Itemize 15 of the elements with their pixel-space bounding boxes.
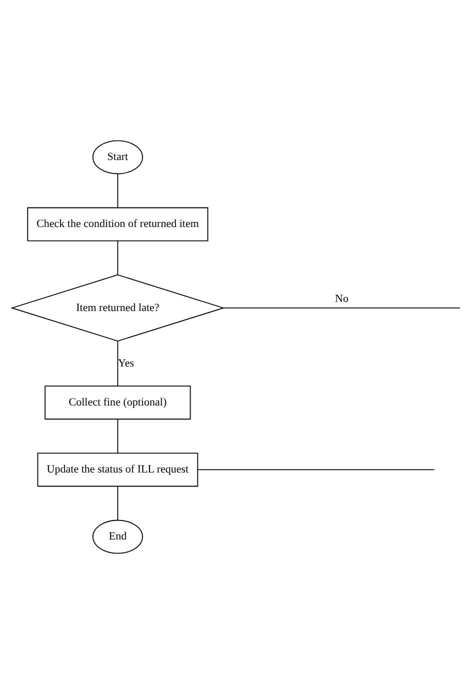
connector [117, 240, 118, 276]
node-box: Collect fine (optional) [44, 386, 191, 420]
edge-label: Yes [118, 357, 134, 370]
edge-label: No [334, 293, 348, 306]
connector [117, 173, 118, 208]
connector [117, 340, 118, 386]
connector [223, 307, 460, 308]
node-box: Update the status of ILL request [37, 452, 198, 487]
node-box: Check the condition of returned item [27, 207, 208, 242]
connector [197, 469, 435, 470]
node-ellipse: End [92, 520, 143, 554]
connector [117, 418, 118, 454]
connector [117, 486, 118, 521]
node-ellipse: Start [92, 140, 143, 174]
node-diamond: Item returned late? [10, 274, 225, 342]
